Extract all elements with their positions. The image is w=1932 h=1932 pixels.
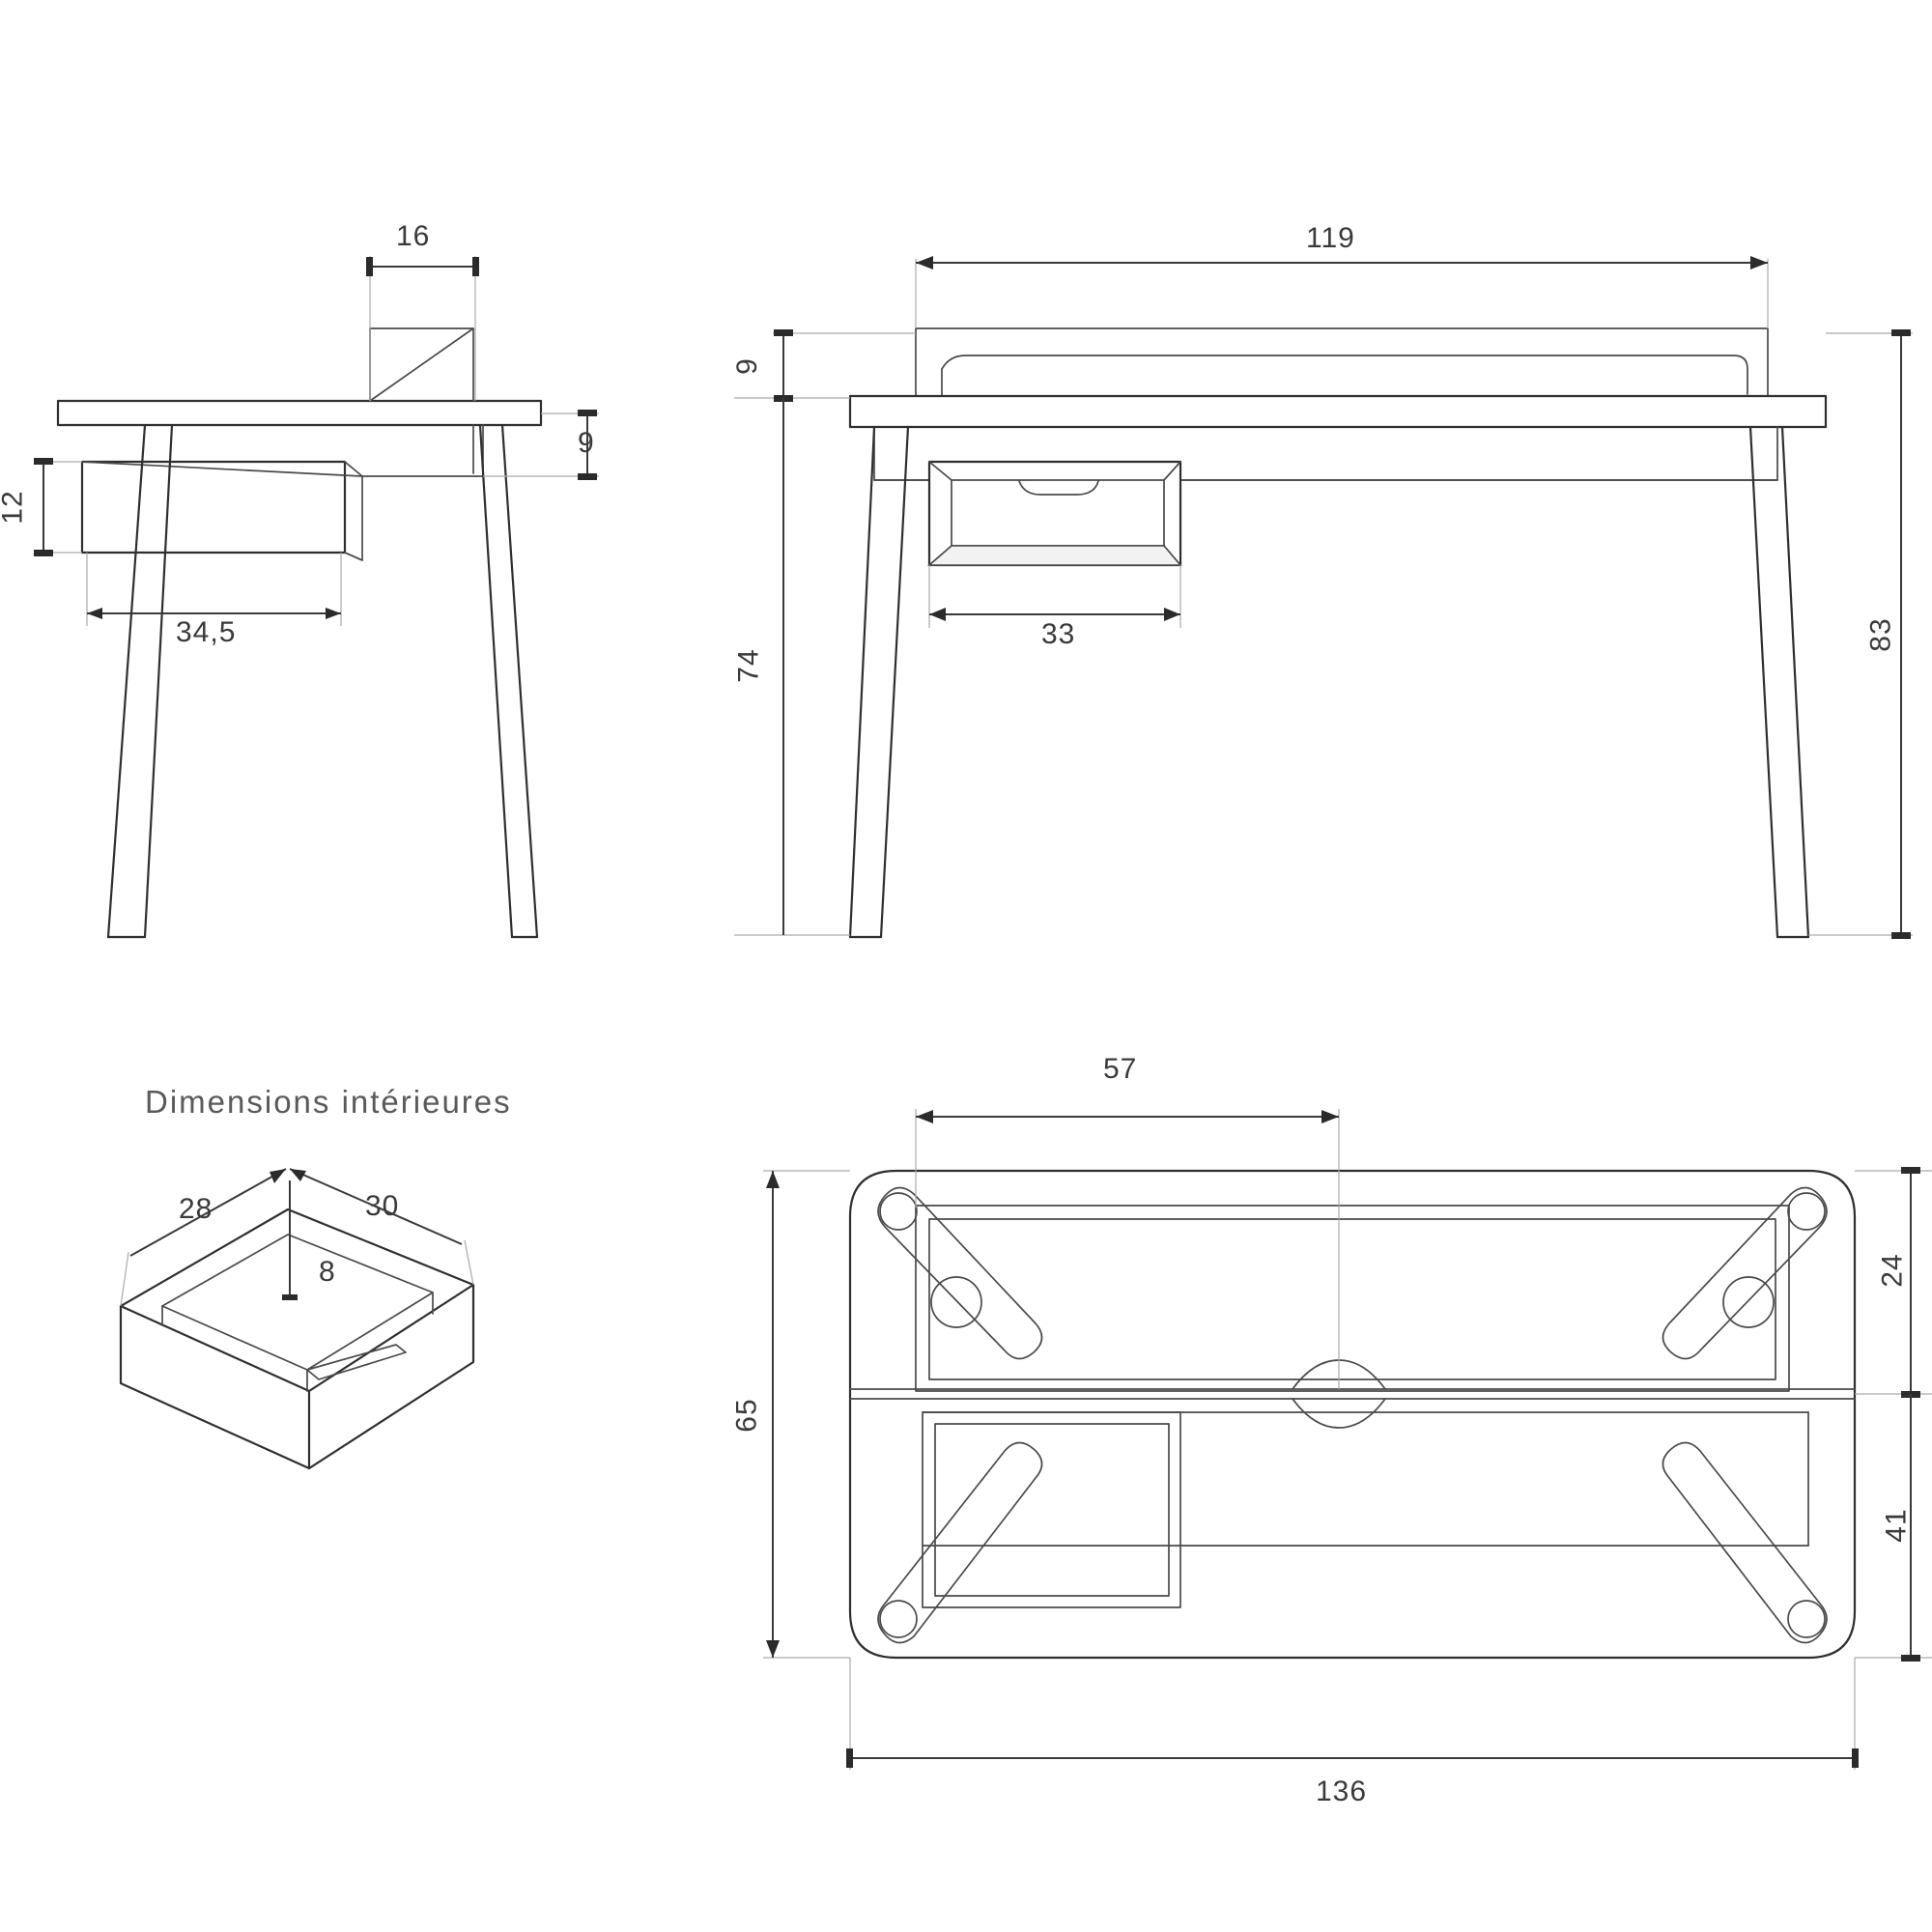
drawer-dim-30-label: 30 [365,1190,400,1222]
side-dim-16-label: 16 [396,220,431,252]
plan-dim-65-label: 65 [730,1398,763,1433]
side-dim-345-label: 34,5 [176,616,237,648]
plan-dim-136-label: 136 [1316,1776,1368,1807]
drawer-dim-28-label: 28 [179,1193,213,1225]
plan-dim-57-label: 57 [1103,1053,1138,1085]
plan-dim-24-label: 24 [1876,1253,1909,1288]
side-dim-9-label: 9 [578,427,595,459]
front-dim-119-label: 119 [1306,222,1355,254]
drawer-detail-caption: Dimensions intérieures [145,1084,512,1120]
front-dim-33-label: 33 [1041,618,1076,650]
plan-dim-41-label: 41 [1880,1508,1913,1543]
drawer-dim-8-label: 8 [319,1256,336,1288]
